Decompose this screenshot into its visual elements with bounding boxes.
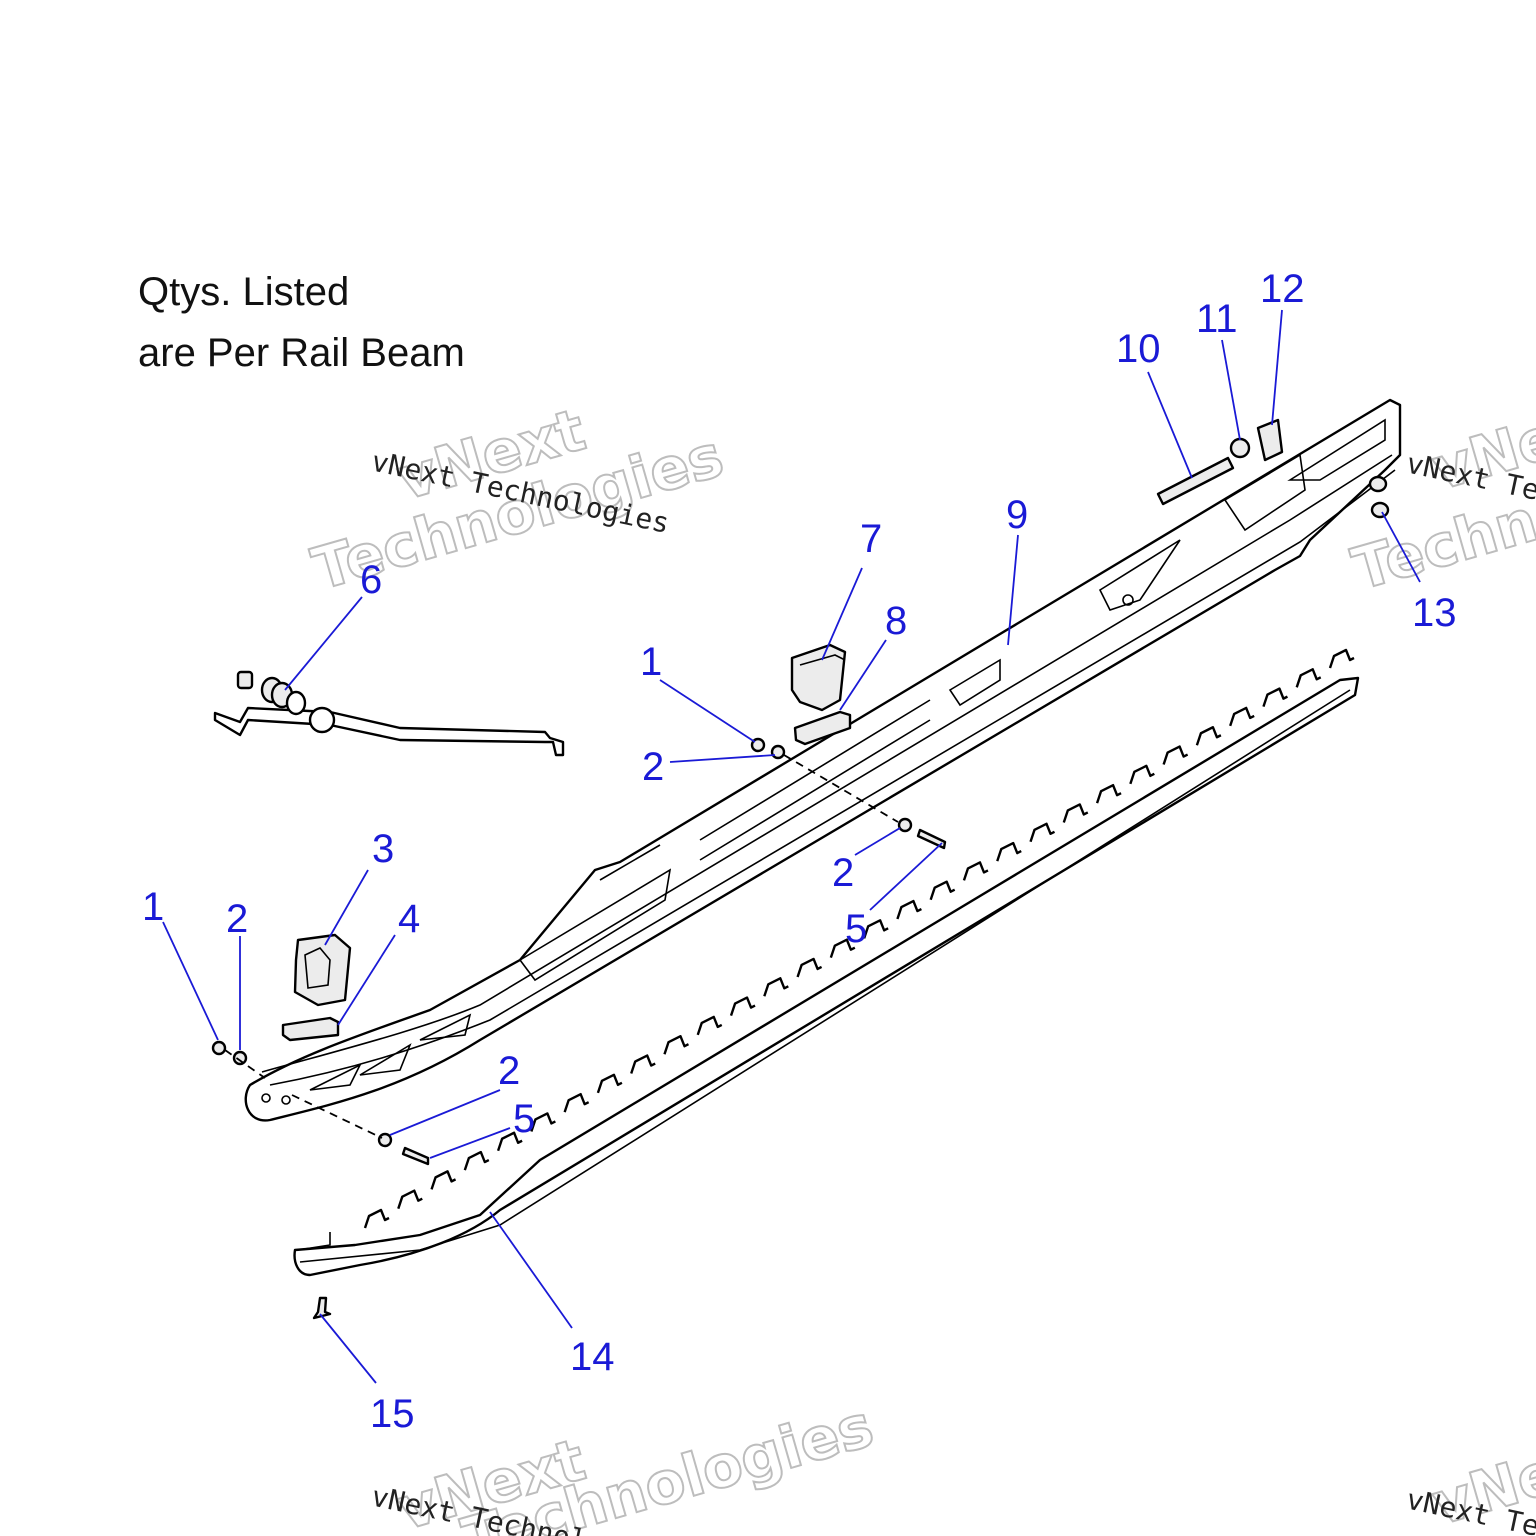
slide-tooth — [496, 1131, 523, 1152]
slide — [293, 648, 1360, 1277]
callout-2: 2 — [226, 897, 248, 941]
callout-15: 15 — [370, 1392, 415, 1436]
callout-13: 13 — [1412, 591, 1457, 635]
callout-12: 12 — [1260, 267, 1305, 311]
slide-tooth — [696, 1015, 723, 1036]
watermark-bottom-right: vNext vNext Technologies — [1404, 1419, 1536, 1536]
callout-2: 2 — [498, 1049, 520, 1093]
callout-2: 2 — [642, 745, 664, 789]
callout-4: 4 — [398, 897, 420, 941]
watermark-bottom-left: vNext Technologies vNext Technologies — [369, 1390, 882, 1536]
slide-tooth — [430, 1170, 457, 1190]
slide-tooth — [1095, 783, 1122, 804]
alignment-line — [291, 1094, 383, 1139]
adjuster-bracket — [1256, 418, 1284, 462]
rail-beam — [244, 398, 1402, 1122]
note-line-1: Qtys. Listed — [138, 270, 350, 314]
slide-tooth — [1195, 726, 1222, 746]
slide-tooth — [397, 1189, 423, 1210]
rear-nuts — [1368, 475, 1390, 519]
leader-lines — [162, 309, 1421, 1384]
spring-rod-assembly — [213, 670, 565, 757]
slide-tooth — [530, 1112, 556, 1132]
mid-block — [790, 643, 847, 712]
slide-tooth — [896, 899, 922, 920]
callout-7: 7 — [860, 517, 882, 561]
callout-6: 6 — [360, 558, 382, 602]
slide-tooth — [563, 1092, 590, 1113]
callout-5: 5 — [845, 907, 867, 951]
slide-tooth — [1295, 668, 1322, 688]
slide-tooth — [1062, 803, 1089, 823]
callout-1: 1 — [142, 885, 164, 929]
adjuster-nut — [1229, 437, 1251, 459]
callout-labels: 1 2 3 4 2 5 6 1 2 7 8 2 5 9 10 11 12 13 … — [142, 267, 1457, 1436]
callout-8: 8 — [885, 599, 907, 643]
slide-tooth — [763, 977, 789, 997]
mid-pin — [793, 710, 852, 746]
slide-tooth — [1262, 687, 1288, 708]
slide-tooth — [463, 1150, 490, 1171]
slide-tooth — [862, 919, 889, 939]
slide-tooth — [796, 957, 823, 978]
slide-tooth — [1328, 648, 1355, 669]
callout-1: 1 — [640, 640, 662, 684]
front-pin — [281, 1016, 340, 1042]
note-line-2: are Per Rail Beam — [138, 331, 465, 375]
slide-tooth — [630, 1054, 656, 1074]
callout-2: 2 — [832, 851, 854, 895]
slide-tooth — [996, 841, 1022, 862]
slide-tooth — [1029, 822, 1056, 843]
slide-tooth — [1162, 745, 1189, 765]
slide-tooth — [962, 861, 989, 881]
adjuster-bolt — [1156, 456, 1235, 506]
callout-10: 10 — [1116, 327, 1161, 371]
front-block — [293, 933, 352, 1007]
callout-3: 3 — [372, 827, 394, 871]
slide-tooth — [729, 996, 756, 1016]
callout-11: 11 — [1196, 297, 1238, 341]
slide-tooth — [829, 938, 856, 959]
callout-5: 5 — [513, 1097, 535, 1141]
slide-tooth — [663, 1035, 690, 1055]
slide-tooth — [1229, 706, 1255, 727]
callout-9: 9 — [1006, 493, 1028, 537]
callout-14: 14 — [570, 1335, 615, 1379]
slide-tooth — [1129, 764, 1155, 785]
slide-tooth — [929, 880, 956, 901]
slide-tooth — [363, 1208, 390, 1229]
slide-tooth — [596, 1073, 623, 1094]
slide-teeth — [363, 648, 1355, 1229]
fasteners — [211, 737, 947, 1320]
